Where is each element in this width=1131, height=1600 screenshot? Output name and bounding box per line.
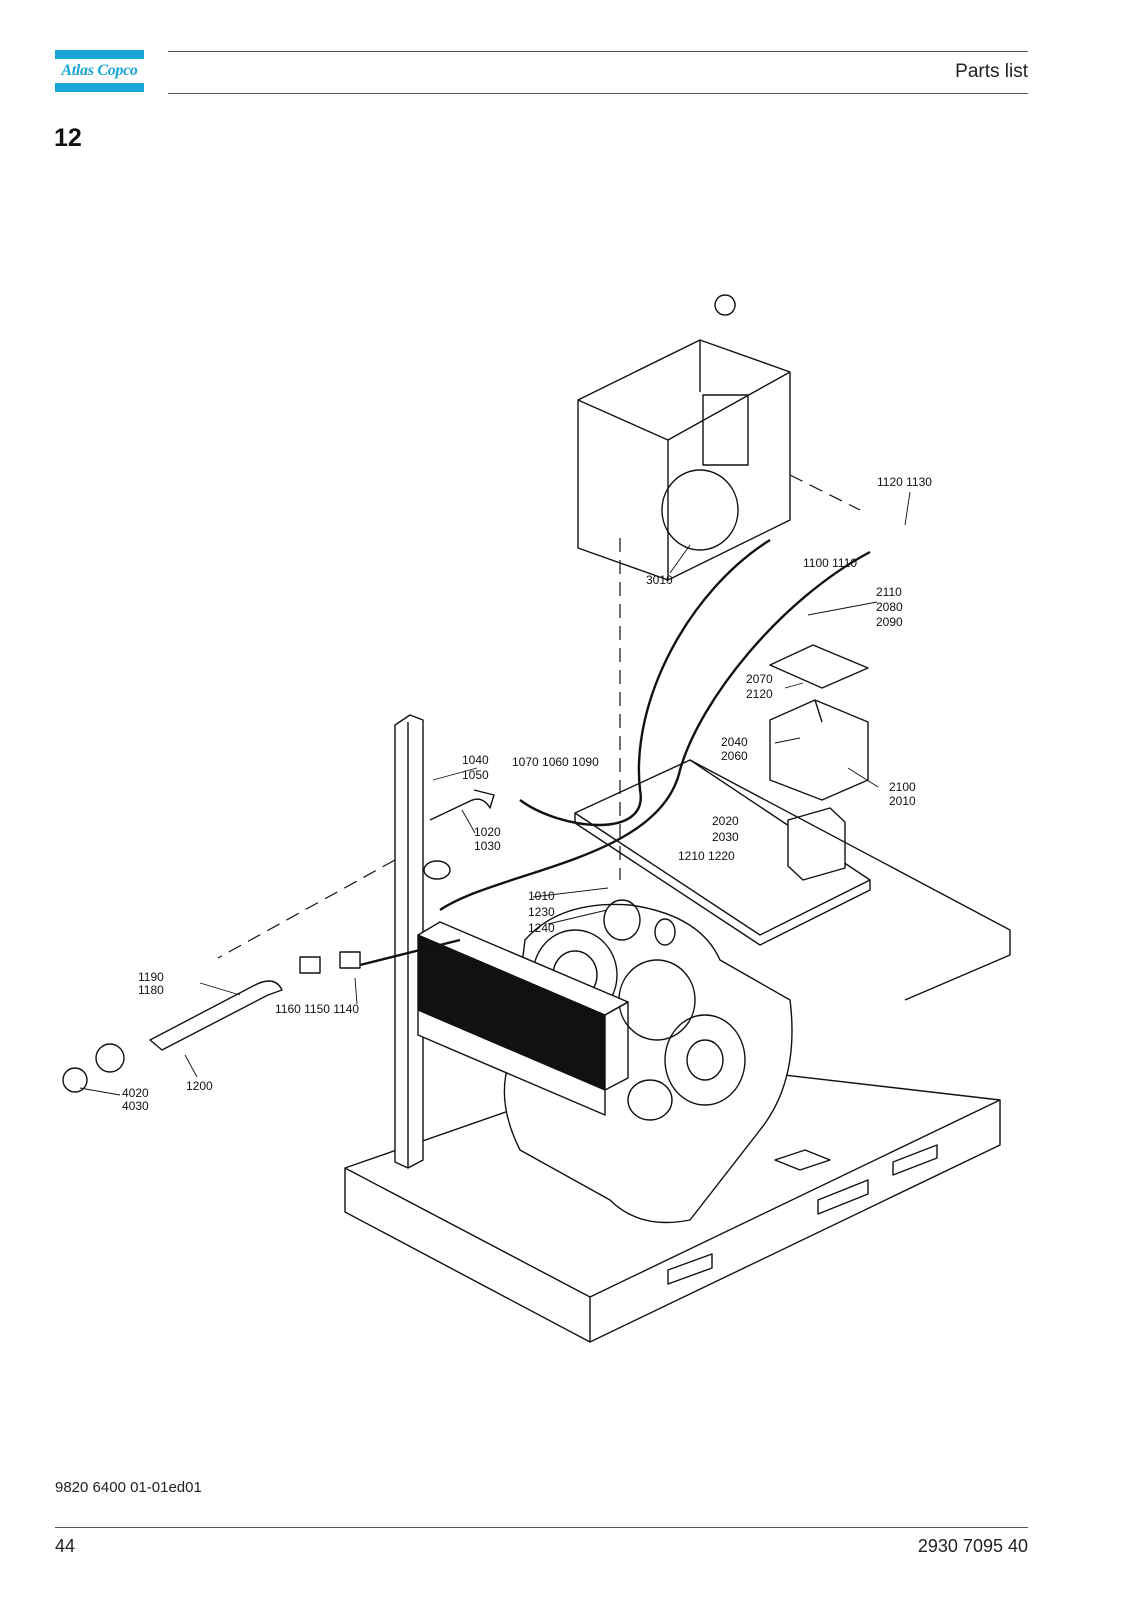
alignment-lines: [217, 474, 861, 959]
callout-1200: 1200: [186, 1079, 213, 1093]
header-top-rule: [168, 51, 1028, 52]
page-title: Parts list: [955, 61, 1028, 82]
callout-1180: 1180: [138, 983, 164, 997]
document-id: 9820 6400 01-01ed01: [55, 1479, 202, 1496]
document-reference: 2930 7095 40: [917, 1536, 1028, 1556]
page-number: 44: [55, 1536, 76, 1556]
callout-1030: 1030: [474, 839, 501, 853]
callout-2030: 2030: [712, 830, 739, 844]
callout-1120-1130: 1120 1130: [877, 475, 932, 489]
callout-1160-1150-1140: 1160 1150 1140: [275, 1002, 359, 1016]
callout-1100-1110: 1100 1110: [803, 556, 857, 570]
vertical-post-drawing: [394, 714, 424, 1169]
callout-3010: 3010: [646, 573, 673, 587]
callout-1230: 1230: [528, 905, 555, 919]
section-number: 12: [54, 124, 82, 152]
callout-2060: 2060: [721, 749, 748, 763]
hose-lines: [359, 538, 871, 967]
dryer-unit-drawing: [577, 294, 791, 581]
callout-1240: 1240: [528, 921, 555, 935]
callout-1010: 1010: [528, 889, 555, 903]
leader-lines: [79, 491, 911, 1096]
callout-2010: 2010: [889, 794, 916, 808]
callout-1020: 1020: [474, 825, 501, 839]
callout-labels: 1120 1130 1100 1110 3010 2110 2080 2090 …: [122, 475, 932, 1113]
callout-1190: 1190: [138, 970, 164, 984]
callout-2120: 2120: [746, 687, 773, 701]
callout-2110: 2110: [876, 585, 902, 599]
logo-top-bar: [55, 50, 144, 59]
callout-4030: 4030: [122, 1099, 149, 1113]
header-bottom-rule: [168, 93, 1028, 94]
footer-rule: [55, 1527, 1028, 1528]
cooler-drawing: [417, 921, 629, 1116]
logo-brand-text: Atlas Copco: [61, 62, 138, 79]
callout-2070: 2070: [746, 672, 773, 686]
callout-2100: 2100: [889, 780, 916, 794]
callout-1070-1060-1090: 1070 1060 1090: [512, 755, 599, 769]
callout-2090: 2090: [876, 615, 903, 629]
callout-2080: 2080: [876, 600, 903, 614]
callout-2020: 2020: [712, 814, 739, 828]
callout-1050: 1050: [462, 768, 489, 782]
pipe-assemblies: [62, 789, 676, 1093]
callout-2040: 2040: [721, 735, 748, 749]
callout-1040: 1040: [462, 753, 489, 767]
atlas-copco-logo: Atlas Copco: [55, 50, 144, 92]
callout-4020: 4020: [122, 1086, 149, 1100]
support-plate-drawing: [574, 644, 1011, 1001]
callout-1210-1220: 1210 1220: [678, 849, 735, 863]
logo-bottom-bar: [55, 83, 144, 92]
exploded-parts-diagram: 1120 1130 1100 1110 3010 2110 2080 2090 …: [62, 294, 1011, 1343]
